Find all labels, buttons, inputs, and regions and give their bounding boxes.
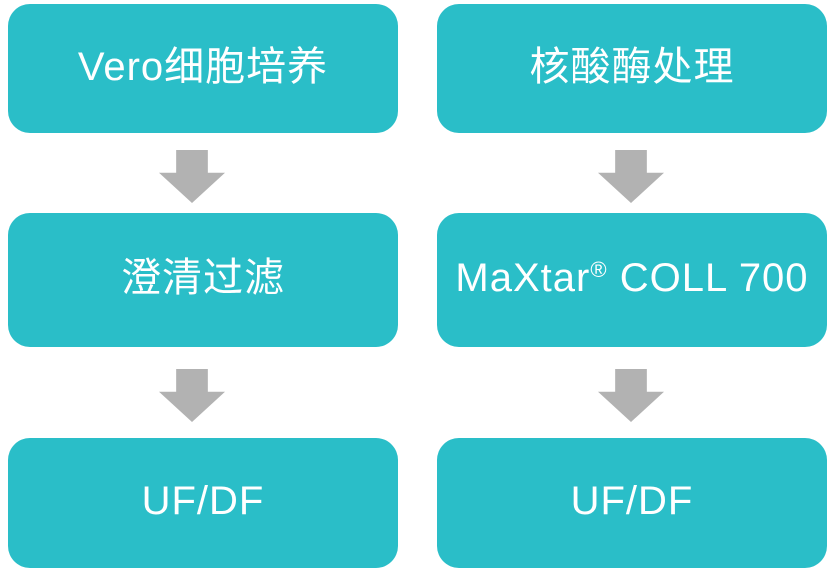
registered-trademark-symbol: ® — [590, 257, 608, 282]
flow-step-maxtar-coll-700: MaXtar® COLL 700 — [437, 213, 827, 347]
flow-step-label: MaXtar® COLL 700 — [455, 258, 808, 302]
down-arrow-icon — [598, 369, 664, 422]
flow-step-ufdf-left: UF/DF — [8, 438, 398, 568]
flow-step-nuclease-treatment: 核酸酶处理 — [437, 4, 827, 133]
flow-step-label: 澄清过滤 — [121, 256, 285, 300]
down-arrow-icon — [159, 369, 225, 422]
maxtar-brand-text: MaXtar — [455, 256, 591, 300]
flow-step-label: Vero细胞培养 — [77, 44, 329, 89]
flow-step-vero-cell-culture: Vero细胞培养 — [8, 4, 398, 133]
flow-step-label: UF/DF — [570, 479, 694, 523]
flow-step-label: UF/DF — [141, 479, 265, 523]
flow-step-clarification-filtration: 澄清过滤 — [8, 213, 398, 347]
flow-step-label: 核酸酶处理 — [529, 44, 735, 89]
down-arrow-icon — [159, 150, 225, 203]
down-arrow-icon — [598, 150, 664, 203]
maxtar-model-text: COLL 700 — [607, 256, 809, 300]
flow-step-ufdf-right: UF/DF — [437, 438, 827, 568]
